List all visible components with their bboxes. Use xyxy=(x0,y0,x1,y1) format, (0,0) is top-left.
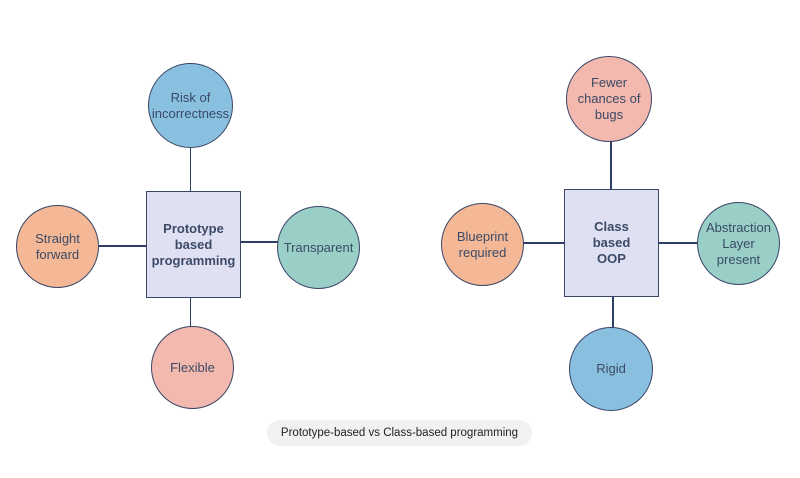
node-label: Transparent xyxy=(283,239,354,255)
node-label: Flexible xyxy=(170,359,215,375)
center-box-prototype: Prototype based programming xyxy=(146,191,241,298)
center-label: Class based OOP xyxy=(592,219,631,266)
node-flexible: Flexible xyxy=(151,326,234,409)
node-transparent: Transparent xyxy=(277,206,360,289)
center-label: Prototype based programming xyxy=(151,220,236,268)
figure-caption: Prototype-based vs Class-based programmi… xyxy=(267,420,532,446)
node-label: Risk of incorrectness xyxy=(151,89,230,121)
edge-prototype-left xyxy=(96,245,148,247)
node-straight-forward: Straight forward xyxy=(16,205,99,288)
edge-class-top xyxy=(610,139,612,190)
node-label: Rigid xyxy=(596,361,626,376)
node-blueprint-required: Blueprint required xyxy=(441,203,524,286)
node-fewer-chances-of-bugs: Fewer chances of bugs xyxy=(566,56,652,142)
node-risk-of-incorrectness: Risk of incorrectness xyxy=(148,63,233,148)
edge-prototype-top xyxy=(189,145,191,193)
edge-prototype-right xyxy=(239,241,279,243)
edge-class-bottom xyxy=(612,297,614,333)
node-label: Fewer chances of bugs xyxy=(577,75,641,122)
node-label: Abstraction Layer present xyxy=(705,219,772,267)
node-rigid: Rigid xyxy=(569,327,653,411)
caption-text: Prototype-based vs Class-based programmi… xyxy=(280,427,519,439)
edge-prototype-bottom xyxy=(189,298,191,328)
center-box-class: Class based OOP xyxy=(564,189,659,297)
node-label: Blueprint required xyxy=(456,228,509,260)
edge-class-left xyxy=(517,242,566,244)
node-abstraction-layer-present: Abstraction Layer present xyxy=(697,202,780,285)
edge-class-right xyxy=(657,242,699,244)
node-label: Straight forward xyxy=(35,230,80,262)
